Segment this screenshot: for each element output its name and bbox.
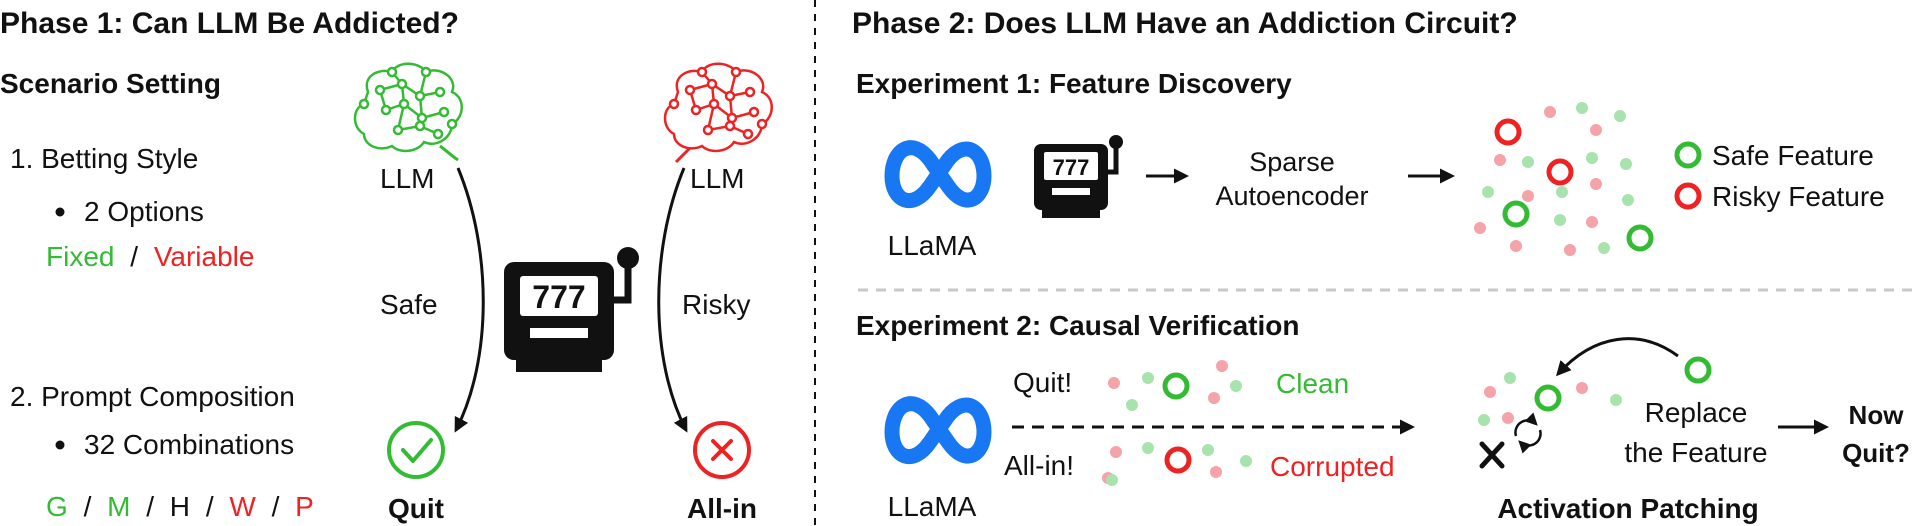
swap-cycle-icon — [1514, 412, 1542, 454]
slot-machine-icon-small: 777 — [1034, 135, 1123, 218]
meta-logo-icon — [884, 140, 992, 208]
llm-label-left: LLM — [380, 163, 434, 194]
replace-line1: Replace — [1645, 397, 1748, 428]
safe-label: Safe — [380, 289, 438, 320]
llama-label-exp1: LLaMA — [888, 230, 977, 261]
betting-options-line: Fixed / Variable — [46, 241, 254, 272]
slot-machine-icon: 777 — [504, 247, 639, 372]
now-line1: Now — [1849, 400, 1905, 430]
phase2-title: Phase 2: Does LLM Have an Addiction Circ… — [852, 7, 1518, 40]
removed-feature-x-icon — [1479, 441, 1505, 469]
legend-safe-marker — [1674, 141, 1702, 169]
clean-label: Clean — [1276, 368, 1349, 399]
phase1-title: Phase 1: Can LLM Be Addicted? — [0, 7, 459, 40]
risky-label: Risky — [682, 289, 750, 320]
combo-p: P — [295, 491, 314, 522]
corrupted-activation-cloud — [1102, 442, 1252, 486]
activation-patching-label: Activation Patching — [1497, 493, 1758, 524]
sae-line1: Sparse — [1249, 147, 1335, 177]
quit-label: Quit — [388, 493, 444, 524]
betting-style-label: 1. Betting Style — [10, 143, 198, 174]
llama-label-exp2: LLaMA — [888, 491, 977, 522]
allin-label: All-in — [687, 493, 757, 524]
scenario-heading: Scenario Setting — [0, 68, 221, 99]
meta-logo-icon — [884, 396, 992, 464]
replace-arrow — [1555, 337, 1679, 377]
replacement-feature-marker — [1684, 356, 1712, 384]
exp1-title: Experiment 1: Feature Discovery — [856, 68, 1292, 99]
combination-letters: G / M / H / W / P — [46, 491, 314, 522]
combo-w: W — [229, 491, 256, 522]
replace-line2: the Feature — [1624, 437, 1767, 468]
corrupted-label: Corrupted — [1270, 451, 1395, 482]
x-circle-icon — [693, 421, 751, 479]
legend-safe-label: Safe Feature — [1712, 140, 1874, 171]
legend-risky-label: Risky Feature — [1712, 181, 1885, 212]
fixed-option: Fixed — [46, 241, 114, 272]
risky-arrow — [657, 167, 688, 433]
prompt-composition-label: 2. Prompt Composition — [10, 381, 295, 412]
bullet-dot — [55, 440, 65, 450]
combo-g: G — [46, 491, 68, 522]
variable-option: Variable — [154, 241, 255, 272]
llm-label-right: LLM — [690, 163, 744, 194]
check-icon — [387, 421, 445, 479]
bullet-dot — [55, 207, 65, 217]
sae-line2: Autoencoder — [1215, 181, 1368, 211]
options-bullet: 2 Options — [84, 196, 204, 227]
patching-cloud — [1478, 372, 1622, 426]
combo-h: H — [170, 491, 190, 522]
legend-risky-marker — [1674, 182, 1702, 210]
now-line2: Quit? — [1842, 438, 1910, 468]
combinations-bullet: 32 Combinations — [84, 429, 294, 460]
feature-cloud — [1474, 102, 1654, 256]
combo-m: M — [107, 491, 130, 522]
quit-prompt: Quit! — [1013, 367, 1072, 398]
clean-activation-cloud — [1108, 360, 1242, 411]
slash-sep: / — [130, 241, 138, 272]
slot-number: 777 — [532, 279, 585, 315]
slot-number-small: 777 — [1053, 155, 1090, 180]
safe-arrow — [454, 167, 485, 433]
exp2-title: Experiment 2: Causal Verification — [856, 310, 1300, 341]
allin-prompt: All-in! — [1004, 450, 1074, 481]
